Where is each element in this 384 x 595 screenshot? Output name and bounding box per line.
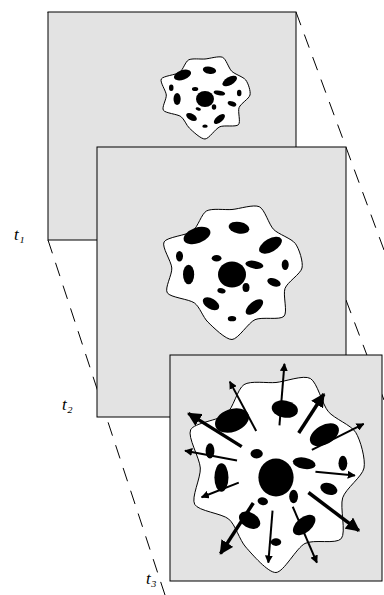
expansion-arrow bbox=[202, 483, 239, 498]
dark-spot bbox=[202, 125, 207, 128]
dark-spot bbox=[181, 223, 213, 247]
expansion-arrow bbox=[315, 472, 354, 476]
dark-spot bbox=[243, 296, 266, 317]
expansion-arrow bbox=[312, 424, 364, 450]
dark-spot bbox=[185, 111, 198, 122]
expansion-arrow bbox=[220, 503, 253, 554]
expansion-arrow bbox=[188, 413, 241, 446]
dark-spot bbox=[227, 100, 237, 108]
dark-spot bbox=[257, 496, 269, 506]
dark-spot bbox=[202, 65, 217, 74]
dark-spot bbox=[221, 73, 239, 88]
dark-spot bbox=[282, 260, 289, 270]
dark-spot bbox=[172, 67, 192, 82]
dark-spot bbox=[243, 283, 250, 292]
dark-spot bbox=[292, 456, 317, 471]
dark-spot bbox=[212, 112, 226, 126]
dark-spot bbox=[228, 316, 236, 321]
dark-spot bbox=[271, 538, 282, 546]
dark-spot bbox=[183, 265, 194, 285]
dark-spot bbox=[289, 490, 298, 503]
expansion-arrow bbox=[299, 394, 324, 433]
time-panel bbox=[170, 355, 382, 581]
dark-spot bbox=[195, 107, 201, 111]
dark-spot bbox=[338, 456, 347, 471]
dark-spot bbox=[258, 459, 293, 497]
dark-spot bbox=[217, 287, 226, 294]
expansion-arrow bbox=[268, 511, 272, 563]
expansion-arrow bbox=[230, 382, 256, 431]
dark-spot bbox=[212, 255, 222, 262]
cell-cluster bbox=[164, 206, 303, 340]
time-label: t₂ bbox=[62, 396, 73, 415]
dark-spot bbox=[174, 93, 181, 105]
dark-spot bbox=[192, 87, 198, 91]
dark-spot bbox=[319, 481, 339, 498]
dark-spot bbox=[176, 251, 183, 261]
dark-spot bbox=[228, 220, 251, 235]
expansion-arrow bbox=[293, 507, 317, 563]
time-label: t₃ bbox=[146, 570, 157, 589]
expansion-arrow bbox=[185, 451, 237, 461]
dark-spot bbox=[250, 449, 262, 459]
dark-spot bbox=[213, 90, 225, 97]
cell-cluster bbox=[190, 377, 364, 572]
cell-cluster bbox=[161, 57, 250, 139]
time-label: t₁ bbox=[14, 226, 25, 245]
dark-spot bbox=[201, 295, 222, 313]
dark-spot bbox=[266, 276, 282, 288]
dark-spot bbox=[256, 233, 284, 257]
dark-spot bbox=[306, 419, 343, 451]
dark-spot bbox=[169, 85, 174, 91]
dark-spot bbox=[237, 90, 242, 96]
dark-spot bbox=[245, 259, 264, 270]
panel-frame bbox=[170, 355, 382, 581]
dark-spot bbox=[218, 262, 246, 288]
dark-spot bbox=[196, 91, 214, 107]
dark-spot bbox=[212, 104, 217, 110]
expansion-arrow bbox=[308, 493, 358, 531]
expansion-arrow bbox=[279, 364, 284, 426]
dark-spot bbox=[270, 398, 299, 419]
